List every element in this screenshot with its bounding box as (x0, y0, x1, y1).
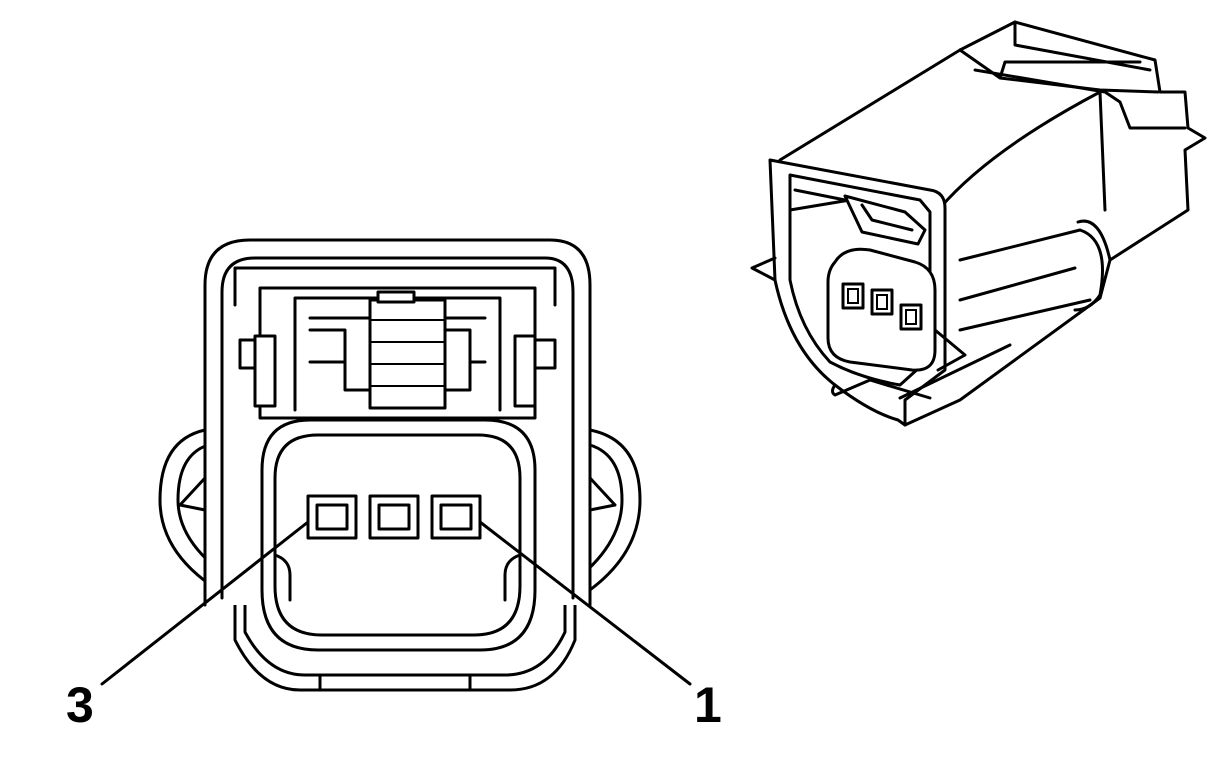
leader-line-3 (100, 520, 310, 686)
lock-lever-body (368, 298, 447, 410)
connector-iso-view (750, 20, 1207, 427)
mating-face-outer (260, 418, 537, 652)
side-wedge-right (588, 476, 617, 512)
iso-terminal-cavity-2 (870, 288, 894, 316)
lock-lever-cap (376, 290, 416, 304)
flange-inner-edge (176, 443, 624, 677)
terminal-cavity-1 (430, 494, 482, 540)
lock-tab-right-post (513, 334, 537, 408)
side-wedge-left (178, 476, 207, 512)
connector-front-view (100, 238, 692, 692)
housing-inner-rim (220, 256, 575, 600)
leader-line-1 (478, 520, 692, 686)
lock-tab-left-post (253, 334, 277, 408)
iso-inner-latch-edge (860, 203, 914, 232)
terminal-cavity-3 (306, 494, 358, 540)
connector-flange (158, 428, 642, 692)
iso-terminal-cavity-1 (899, 303, 923, 331)
callout-pin-1: 1 (694, 677, 722, 733)
iso-front-inner (788, 173, 932, 387)
iso-right-wedge (933, 328, 967, 372)
mating-face-inner (273, 433, 522, 637)
iso-side-groove (958, 228, 1104, 332)
iso-bottom-skirt (831, 343, 1012, 400)
lever-steps-right (443, 316, 487, 392)
callout-pin-3: 3 (66, 677, 94, 733)
terminal-cavity-2 (368, 494, 420, 540)
latch-frame (233, 266, 557, 307)
keyway-bump-left (273, 553, 292, 602)
keyway-bump-right (503, 553, 522, 602)
iso-terminal-cavity-3 (841, 282, 865, 310)
iso-side-rib (958, 219, 1112, 302)
iso-top-latch (973, 20, 1187, 130)
lever-steps-left (308, 316, 372, 392)
